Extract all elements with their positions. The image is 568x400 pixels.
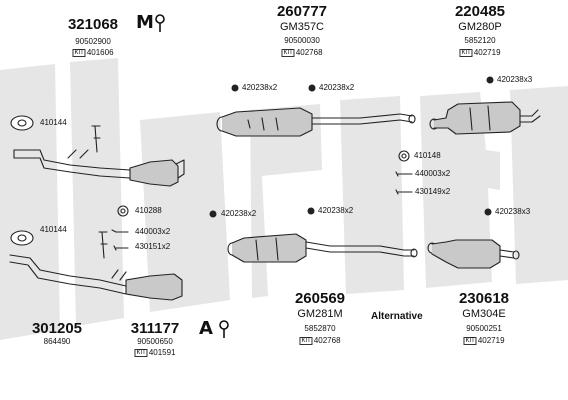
- middle-silencer-bottom[interactable]: [227, 233, 418, 263]
- rear-silencer-bottom[interactable]: [427, 239, 520, 269]
- part-number[interactable]: 260777: [276, 3, 328, 20]
- clamp-icons-middle: [111, 150, 413, 251]
- fitting-label: 420238x2: [319, 83, 355, 92]
- part-number[interactable]: 311177: [130, 320, 180, 337]
- model-code: GM304E: [462, 308, 506, 320]
- oem-number: 90500650: [137, 337, 173, 346]
- kit-value: 402719: [477, 336, 505, 345]
- part-number[interactable]: 301205: [31, 320, 83, 337]
- oem-number: 5852120: [464, 36, 496, 45]
- kit-badge: KIT: [299, 337, 313, 345]
- fitting-label: 420238x3: [495, 207, 531, 216]
- kit-value: 402768: [295, 48, 323, 57]
- model-code: GM357C: [279, 21, 325, 33]
- kit-value: 402768: [313, 336, 341, 345]
- part-number[interactable]: 220485: [454, 3, 506, 20]
- fitting-label: 410144: [40, 225, 67, 234]
- oem-number: 5852870: [304, 324, 336, 333]
- alternative-label: Alternative: [371, 311, 423, 322]
- fitting-label: 410288: [135, 206, 162, 215]
- fitting-label: 410144: [40, 118, 67, 127]
- fitting-label: 430151x2: [135, 242, 171, 251]
- fitting-label: 420238x2: [221, 209, 257, 218]
- automatic-transmission-icon: A: [199, 318, 213, 339]
- kit-badge: KIT: [72, 49, 86, 57]
- part-number[interactable]: 321068: [67, 16, 119, 33]
- oem-number: 90502900: [75, 37, 111, 46]
- fitting-label: 420238x3: [497, 75, 533, 84]
- fitting-label: 430149x2: [415, 187, 451, 196]
- kit-value: 401591: [148, 348, 176, 357]
- gear-stick-icon: [219, 320, 229, 338]
- model-code: GM280P: [458, 21, 502, 33]
- fitting-label: 420238x2: [242, 83, 278, 92]
- hanger-bullets: [209, 76, 494, 218]
- front-pipe-catalyst-top[interactable]: [10, 115, 185, 187]
- fitting-label: 420238x2: [318, 206, 354, 215]
- kit-badge: KIT: [463, 337, 477, 345]
- gear-stick-icon: [155, 14, 165, 32]
- fitting-label: 440003x2: [135, 227, 171, 236]
- fitting-label: 410148: [414, 151, 441, 160]
- rear-silencer-top[interactable]: [429, 101, 541, 135]
- middle-silencer-top[interactable]: [216, 107, 416, 137]
- manual-transmission-icon: M: [136, 12, 154, 33]
- part-number[interactable]: 230618: [458, 290, 510, 307]
- part-number[interactable]: 260569: [294, 290, 346, 307]
- oem-number: 90500251: [466, 324, 502, 333]
- oem-number: 90500030: [284, 36, 320, 45]
- model-code: GM281M: [297, 308, 343, 320]
- fitting-label: 440003x2: [415, 169, 451, 178]
- oem-number: 864490: [43, 337, 71, 346]
- kit-badge: KIT: [134, 349, 148, 357]
- kit-badge: KIT: [459, 49, 473, 57]
- front-pipe-catalyst-bottom[interactable]: [9, 230, 183, 301]
- kit-value: 401606: [86, 48, 114, 57]
- kit-badge: KIT: [281, 49, 295, 57]
- kit-value: 402719: [473, 48, 501, 57]
